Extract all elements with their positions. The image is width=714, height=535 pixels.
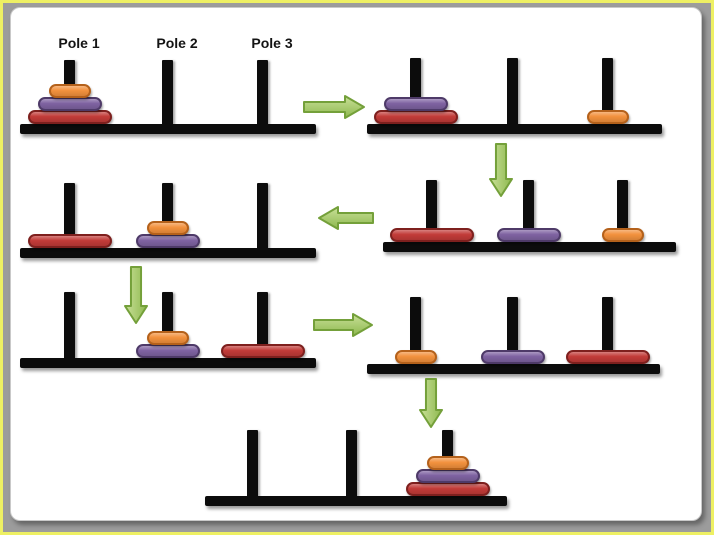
disk-large [390,228,474,242]
pole-1 [64,292,75,362]
tower-base [20,248,316,258]
pole-3 [602,297,613,368]
pole-3 [442,430,453,500]
arrow-down-icon [419,378,443,428]
pole-3 [602,58,613,128]
disk-large [221,344,305,358]
pole-1 [410,297,421,368]
pole-2 [162,292,173,362]
disk-medium [136,344,200,358]
pole-2 [507,58,518,128]
pole-2 [346,430,357,500]
tower-base [367,124,662,134]
disk-small [147,331,189,345]
disk-medium [384,97,448,111]
disk-large [28,234,112,248]
tower-base [20,358,316,368]
pole-3 [257,60,268,128]
tower-base [367,364,660,374]
disk-medium [136,234,200,248]
disk-medium [416,469,480,483]
disk-small [587,110,629,124]
disk-small [395,350,437,364]
disk-medium [38,97,102,111]
disk-large [374,110,458,124]
arrow-down-icon [124,266,148,324]
tower-base [20,124,316,134]
arrow-right-icon [313,313,373,337]
pole-3-label: Pole 3 [251,35,293,51]
pole-2 [523,180,534,246]
disk-large [28,110,112,124]
pole-2 [162,183,173,252]
disk-medium [497,228,561,242]
tower-base [205,496,507,506]
pole-1 [64,60,75,128]
pole-3 [257,292,268,362]
tower-base [383,242,676,252]
pole-1 [247,430,258,500]
pole-1-label: Pole 1 [58,35,100,51]
pole-1 [410,58,421,128]
disk-large [406,482,490,496]
pole-1 [426,180,437,246]
arrow-down-icon [489,143,513,197]
disk-large [566,350,650,364]
disk-small [427,456,469,470]
disk-small [147,221,189,235]
disk-small [49,84,91,98]
pole-2 [507,297,518,368]
arrow-left-icon [318,206,374,230]
disk-small [602,228,644,242]
disk-medium [481,350,545,364]
pole-1 [64,183,75,252]
pole-2 [162,60,173,128]
pole-2-label: Pole 2 [156,35,198,51]
arrow-right-icon [303,95,365,119]
pole-3 [257,183,268,252]
pole-3 [617,180,628,246]
